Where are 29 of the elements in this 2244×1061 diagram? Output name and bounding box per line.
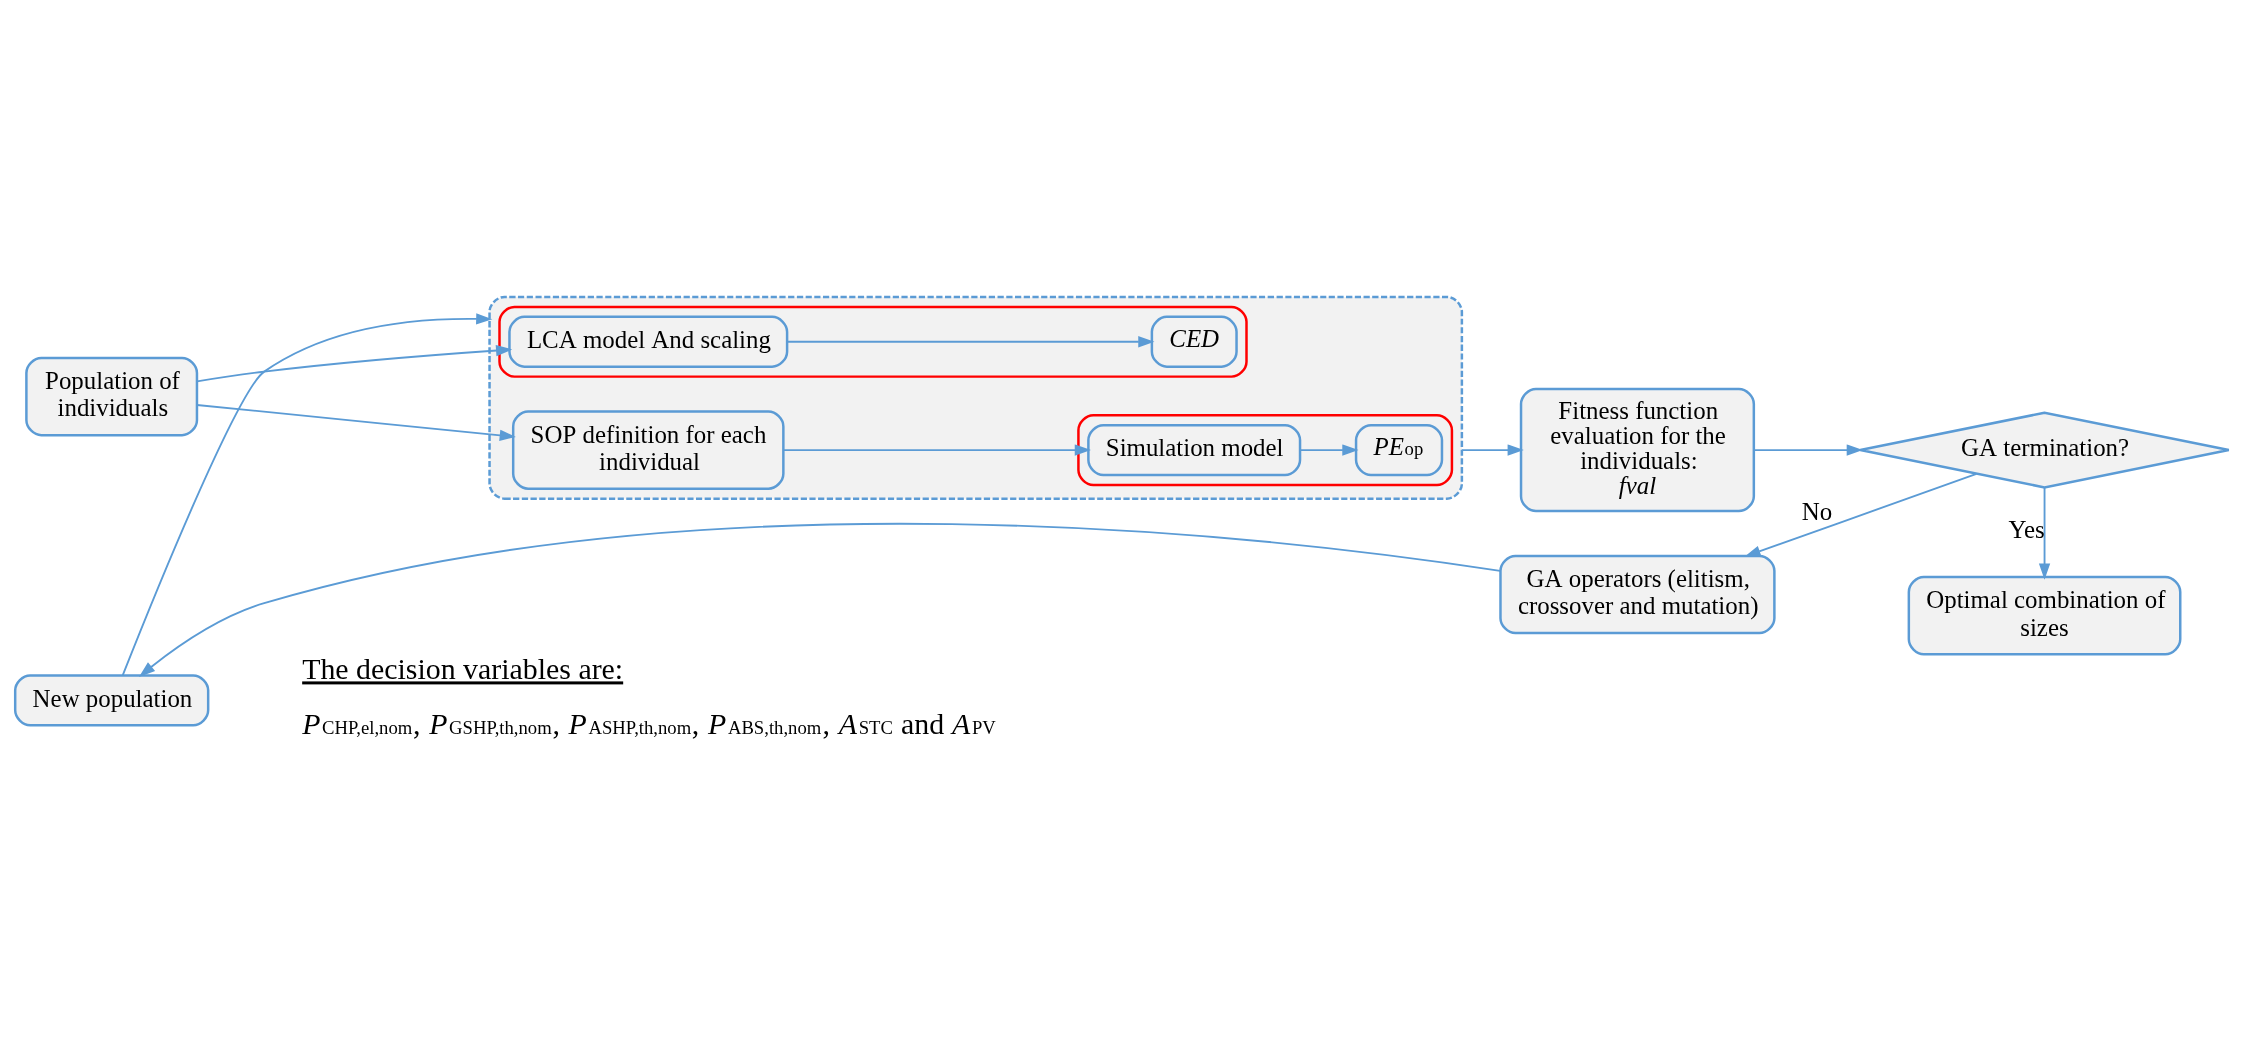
- arrow: [121, 312, 493, 676]
- edge-label: Yes: [2008, 515, 2045, 543]
- cluster: [498, 305, 1248, 378]
- node-box: GA operators (elitism, crossover and mutation): [1499, 554, 1776, 634]
- node-box: New population: [13, 673, 210, 726]
- node-box: SOP definition for each individual: [511, 409, 785, 490]
- arrow: [196, 403, 516, 441]
- arrow: [1460, 443, 1524, 456]
- arrow: [786, 335, 1155, 347]
- node-box: Population of individuals: [25, 356, 199, 436]
- arrow: [782, 443, 1091, 456]
- arrow: [138, 522, 1502, 677]
- node-box: Simulation model: [1087, 423, 1302, 476]
- node-box: LCA model And scaling: [508, 315, 789, 368]
- node-box: CED: [1150, 315, 1238, 368]
- arrow: [1299, 443, 1359, 456]
- arrow: [1753, 443, 1863, 456]
- node-box: PEop: [1354, 423, 1444, 476]
- arrow: [2038, 486, 2051, 580]
- label: PCHP,el,nom, PGSHP,th,nom, PASHP,th,nom, PABS,th,nom, ASTC and APV: [302, 706, 996, 740]
- node-diamond: GA termination?: [1859, 410, 2231, 489]
- edge-label: No: [1801, 497, 1833, 525]
- cluster: [1077, 413, 1454, 486]
- cluster: [488, 295, 1464, 500]
- node-box: Fitness function evaluation for the individuals: fval: [1519, 387, 1756, 512]
- node-box: Optimal combination of sizes: [1907, 575, 2182, 655]
- arrow: [196, 344, 513, 382]
- label: The decision variables are:: [302, 651, 624, 685]
- arrow: [1744, 472, 1978, 557]
